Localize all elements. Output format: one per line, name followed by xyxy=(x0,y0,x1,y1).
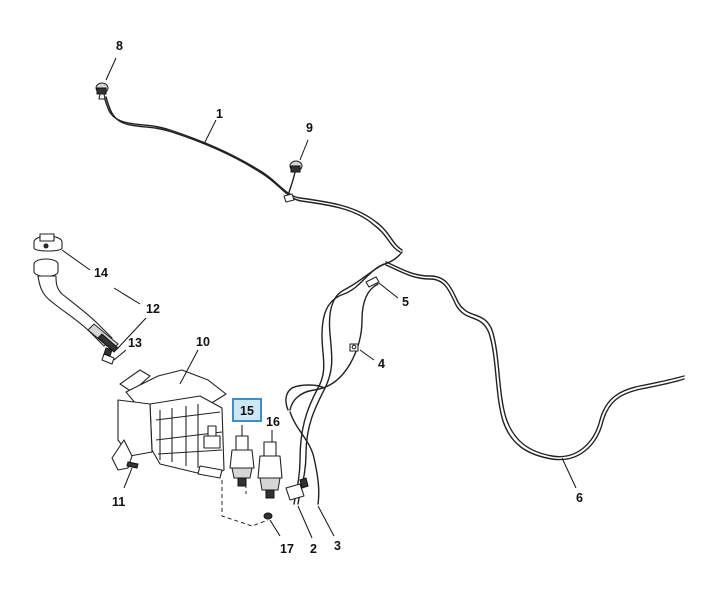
nozzle-9 xyxy=(289,139,309,173)
junction-fitting xyxy=(283,193,295,203)
callout-15-highlight xyxy=(232,398,262,422)
bracket-11 xyxy=(123,467,133,489)
callout-16: 16 xyxy=(266,415,280,429)
callout-13: 13 xyxy=(128,336,142,350)
callout-8: 8 xyxy=(116,39,123,53)
pump-16 xyxy=(257,430,283,499)
hose-branch-9 xyxy=(287,171,296,197)
callout-4: 4 xyxy=(378,357,385,371)
hose-connector xyxy=(285,477,309,501)
filler-cap-14 xyxy=(33,233,91,271)
callout-2: 2 xyxy=(310,542,317,556)
reservoir-10 xyxy=(111,349,227,479)
callout-12: 12 xyxy=(146,302,160,316)
callout-10: 10 xyxy=(196,335,210,349)
connector-5 xyxy=(365,276,399,299)
assembly-dashed-lines xyxy=(221,480,269,527)
callout-9: 9 xyxy=(306,121,313,135)
callout-14: 14 xyxy=(94,266,108,280)
nozzle-8 xyxy=(95,57,117,100)
filler-neck-12 xyxy=(33,258,147,353)
callout-15: 15 xyxy=(240,404,254,418)
clip-13 xyxy=(101,347,127,365)
callout-17: 17 xyxy=(280,542,294,556)
connector-4 xyxy=(349,343,375,361)
callout-11: 11 xyxy=(112,495,125,509)
leader-lines xyxy=(203,119,577,539)
callout-5: 5 xyxy=(402,295,409,309)
hose-2-3 xyxy=(285,251,403,505)
callout-6: 6 xyxy=(576,491,583,505)
grommet-17 xyxy=(263,512,281,537)
hose-6 xyxy=(385,261,685,461)
callout-labels: 8 1 9 14 5 12 13 10 4 15 16 11 6 17 2 3 xyxy=(94,39,583,556)
pump-15 xyxy=(229,425,255,487)
hose-1 xyxy=(103,95,403,253)
callout-1: 1 xyxy=(216,107,223,121)
callout-3: 3 xyxy=(334,539,341,553)
